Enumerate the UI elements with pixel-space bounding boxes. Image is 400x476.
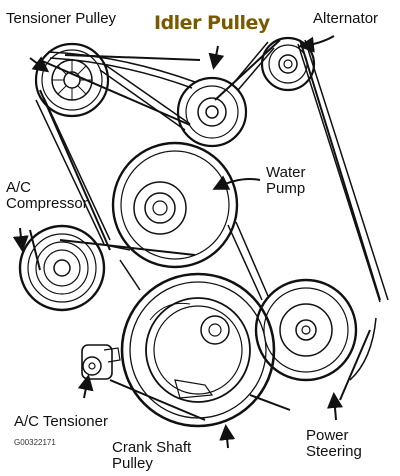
label-tensioner-pulley: Tensioner Pulley: [6, 10, 117, 27]
water-pump-pulley: [111, 141, 239, 269]
label-crank-shaft-pulley: Crank Shaft Pulley: [112, 440, 191, 472]
crankshaft-pulley: [120, 272, 276, 428]
label-crank-shaft-line1: Crank Shaft: [112, 439, 192, 456]
label-ac-compressor: A/C Compressor: [6, 180, 88, 212]
label-water-pump: Water Pump: [266, 165, 305, 197]
label-power-steering-line2: Steering: [306, 442, 362, 460]
label-water-pump-line2: Pump: [266, 179, 306, 197]
power-steering-pulley: [254, 278, 358, 382]
label-ac-compressor-line1: A/C: [6, 179, 32, 196]
idler-pulley: [176, 76, 248, 148]
belt-runs: [35, 39, 389, 381]
tensioner-pulley: [34, 42, 110, 118]
figure-code: G00322171: [14, 438, 56, 447]
alternator-pulley: [260, 36, 316, 92]
ac-compressor-pulley: [18, 224, 106, 312]
ac-tensioner: [81, 344, 121, 380]
label-power-steering: Power Steering: [306, 428, 362, 460]
label-idler-pulley: Idler Pulley: [154, 12, 270, 34]
label-ac-compressor-line2: Compressor: [6, 194, 88, 212]
serpentine-belt: [29, 39, 381, 421]
label-crank-shaft-line2: Pulley: [112, 454, 153, 472]
label-alternator: Alternator: [313, 10, 379, 27]
callout-arrows: [12, 35, 343, 449]
label-water-pump-line1: Water: [266, 164, 306, 181]
label-power-steering-line1: Power: [306, 427, 349, 444]
label-ac-tensioner: A/C Tensioner: [14, 413, 108, 430]
